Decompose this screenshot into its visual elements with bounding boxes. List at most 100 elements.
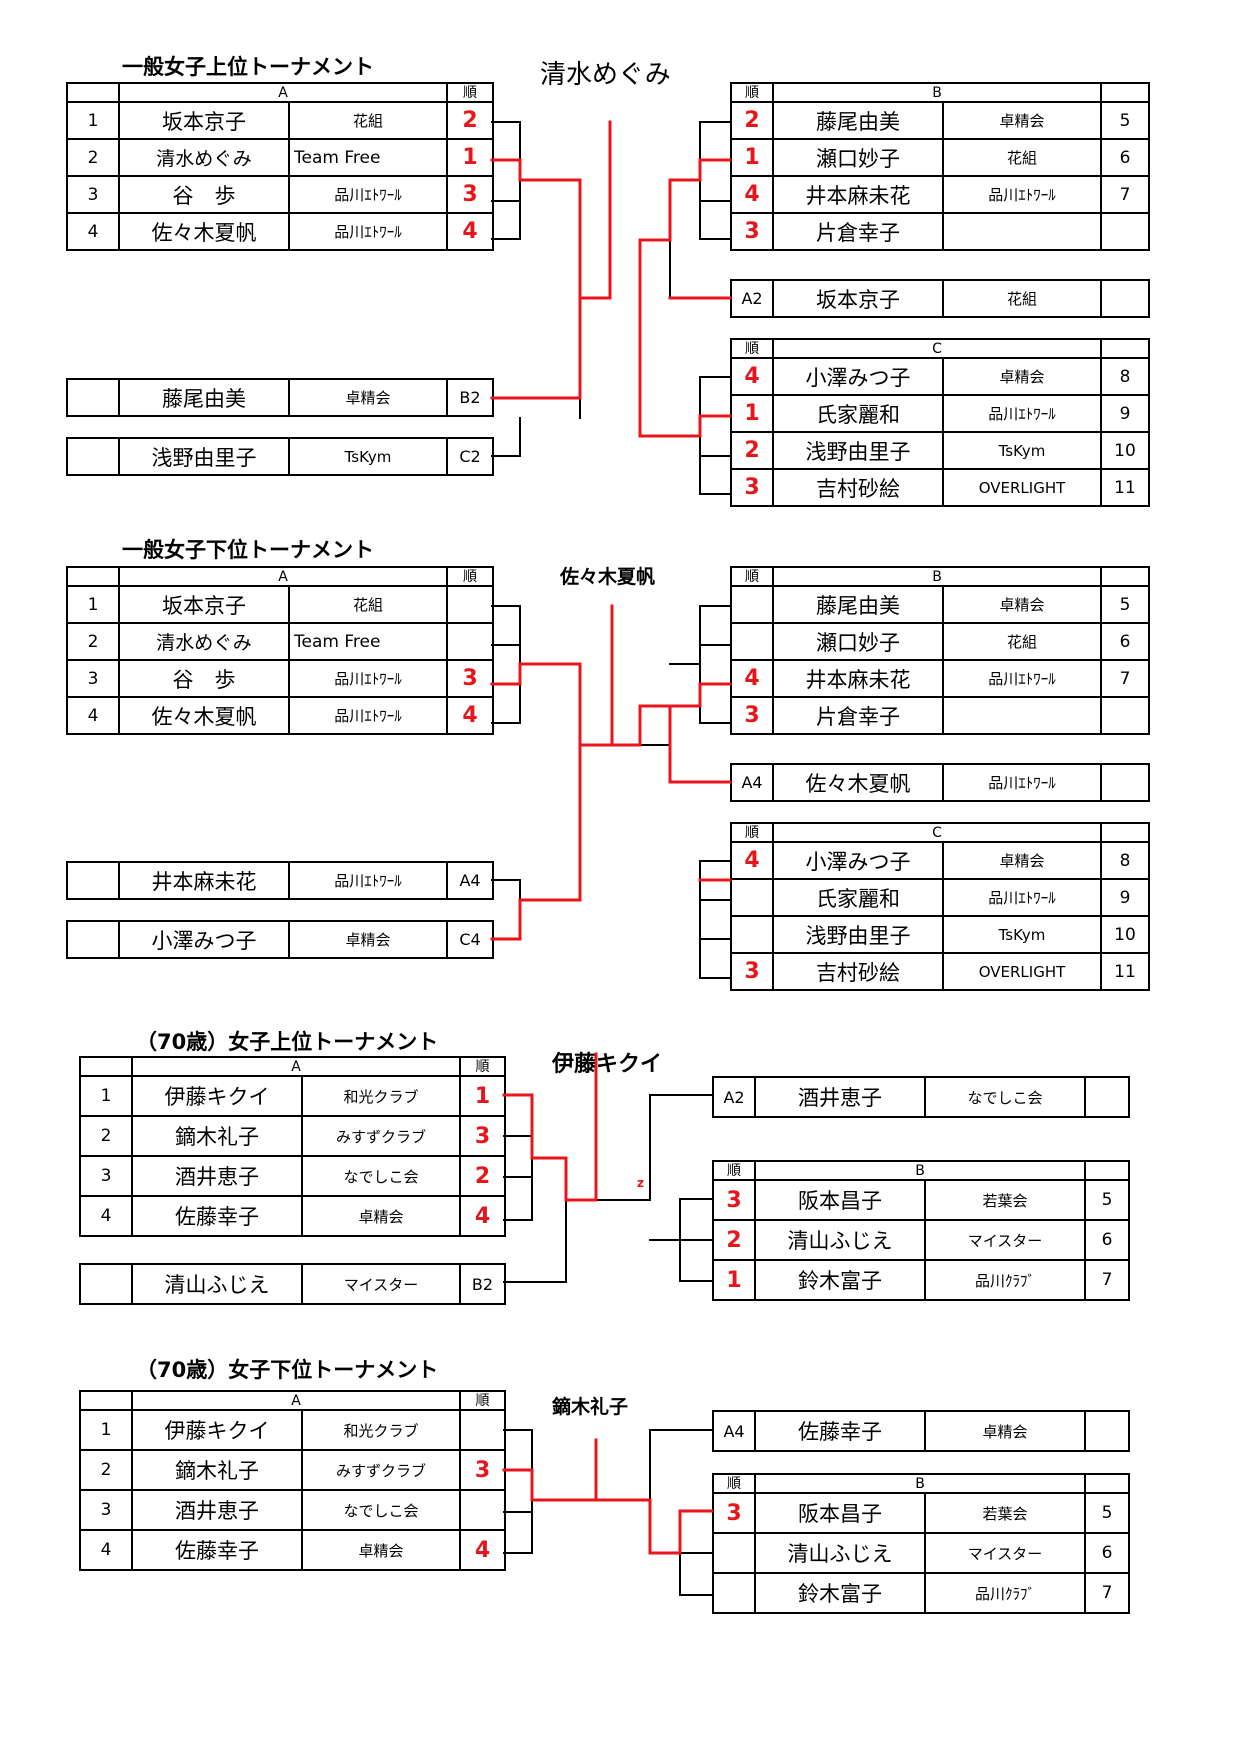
player-number: 3 bbox=[79, 1489, 133, 1531]
player-club: 品川ｴﾄﾜｰﾙ bbox=[287, 696, 449, 735]
group-header: A bbox=[130, 1056, 462, 1077]
player-name: 藤尾由美 bbox=[118, 378, 290, 417]
player-club: 品川ｴﾄﾜｰﾙ bbox=[287, 659, 449, 698]
winner-name: 伊藤キクイ bbox=[552, 1052, 663, 1077]
rank-header: 順 bbox=[730, 82, 774, 103]
player-name: 瀬口妙子 bbox=[772, 138, 944, 177]
player-name: 清山ふじえ bbox=[131, 1263, 303, 1305]
seed-label: A4 bbox=[730, 763, 774, 802]
player-number: 9 bbox=[1100, 878, 1150, 917]
winner-name: 鏑木礼子 bbox=[552, 1396, 629, 1418]
player-club: 品川ｴﾄﾜｰﾙ bbox=[941, 659, 1103, 698]
rank-header: 順 bbox=[712, 1473, 756, 1494]
player-rank: 1 bbox=[712, 1259, 756, 1301]
player-name: 佐々木夏帆 bbox=[118, 696, 290, 735]
player-club: 品川ｴﾄﾜｰﾙ bbox=[287, 212, 449, 251]
bracket-red-lines bbox=[490, 120, 732, 438]
player-name: 清水めぐみ bbox=[118, 138, 290, 177]
player-name: 坂本京子 bbox=[118, 585, 290, 624]
player-name: 酒井恵子 bbox=[754, 1076, 926, 1118]
player-club: マイスター bbox=[923, 1532, 1087, 1574]
player-number: 8 bbox=[1100, 841, 1150, 880]
player-name: 浅野由里子 bbox=[118, 437, 290, 476]
player-rank: 3 bbox=[730, 952, 774, 991]
player-rank: 1 bbox=[459, 1075, 507, 1117]
section-title: （70歳）女子上位トーナメント bbox=[136, 1030, 439, 1054]
rank-header: 順 bbox=[730, 822, 774, 843]
player-name: 鏑木礼子 bbox=[131, 1449, 303, 1491]
player-rank: 2 bbox=[459, 1155, 507, 1197]
player-name: 坂本京子 bbox=[118, 101, 290, 140]
player-name: 井本麻未花 bbox=[118, 861, 290, 900]
player-club: 品川ｸﾗﾌﾞ bbox=[923, 1259, 1087, 1301]
player-club: マイスター bbox=[923, 1219, 1087, 1261]
player-club: 卓精会 bbox=[288, 378, 448, 417]
bracket-red-lines bbox=[502, 1052, 598, 1202]
player-club: 和光クラブ bbox=[300, 1409, 462, 1451]
player-club: 品川ｴﾄﾜｰﾙ bbox=[941, 175, 1103, 214]
player-club: Team Free bbox=[287, 622, 449, 661]
player-club: 花組 bbox=[942, 279, 1102, 318]
group-header: A bbox=[117, 566, 449, 587]
player-name: 清山ふじえ bbox=[754, 1219, 926, 1261]
group-header: A bbox=[130, 1390, 462, 1411]
player-number: 11 bbox=[1100, 468, 1150, 507]
player-club: 品川ｸﾗﾌﾞ bbox=[923, 1572, 1087, 1614]
player-club: なでしこ会 bbox=[300, 1489, 462, 1531]
player-club: OVERLIGHT bbox=[942, 952, 1102, 991]
player-club: 和光クラブ bbox=[300, 1075, 462, 1117]
player-rank: 3 bbox=[730, 696, 774, 735]
player-club bbox=[941, 212, 1103, 251]
player-rank: 1 bbox=[730, 394, 774, 433]
player-rank: 1 bbox=[730, 138, 774, 177]
player-number: 10 bbox=[1100, 431, 1150, 470]
player-number: 2 bbox=[79, 1449, 133, 1491]
player-rank: 4 bbox=[730, 175, 774, 214]
rank-header: 順 bbox=[730, 566, 774, 587]
player-rank: 3 bbox=[446, 659, 495, 698]
seed-label: A2 bbox=[730, 279, 774, 318]
player-number: 1 bbox=[79, 1075, 133, 1117]
player-name: 谷 歩 bbox=[118, 175, 290, 214]
player-number: 4 bbox=[79, 1529, 133, 1571]
player-number: 7 bbox=[1100, 175, 1151, 214]
player-number: 4 bbox=[66, 696, 120, 735]
player-name: 氏家麗和 bbox=[772, 394, 944, 433]
player-name: 吉村砂絵 bbox=[772, 952, 944, 991]
player-name: 氏家麗和 bbox=[772, 878, 944, 917]
player-number: 1 bbox=[79, 1409, 133, 1451]
player-name: 谷 歩 bbox=[118, 659, 290, 698]
player-rank: 4 bbox=[730, 659, 774, 698]
player-name: 佐々木夏帆 bbox=[772, 763, 944, 802]
player-name: 伊藤キクイ bbox=[131, 1075, 303, 1117]
player-number: 1 bbox=[66, 585, 120, 624]
player-club: 品川ｴﾄﾜｰﾙ bbox=[942, 763, 1102, 802]
player-rank bbox=[712, 1532, 756, 1574]
player-number: 4 bbox=[66, 212, 120, 251]
player-name: 伊藤キクイ bbox=[131, 1409, 303, 1451]
